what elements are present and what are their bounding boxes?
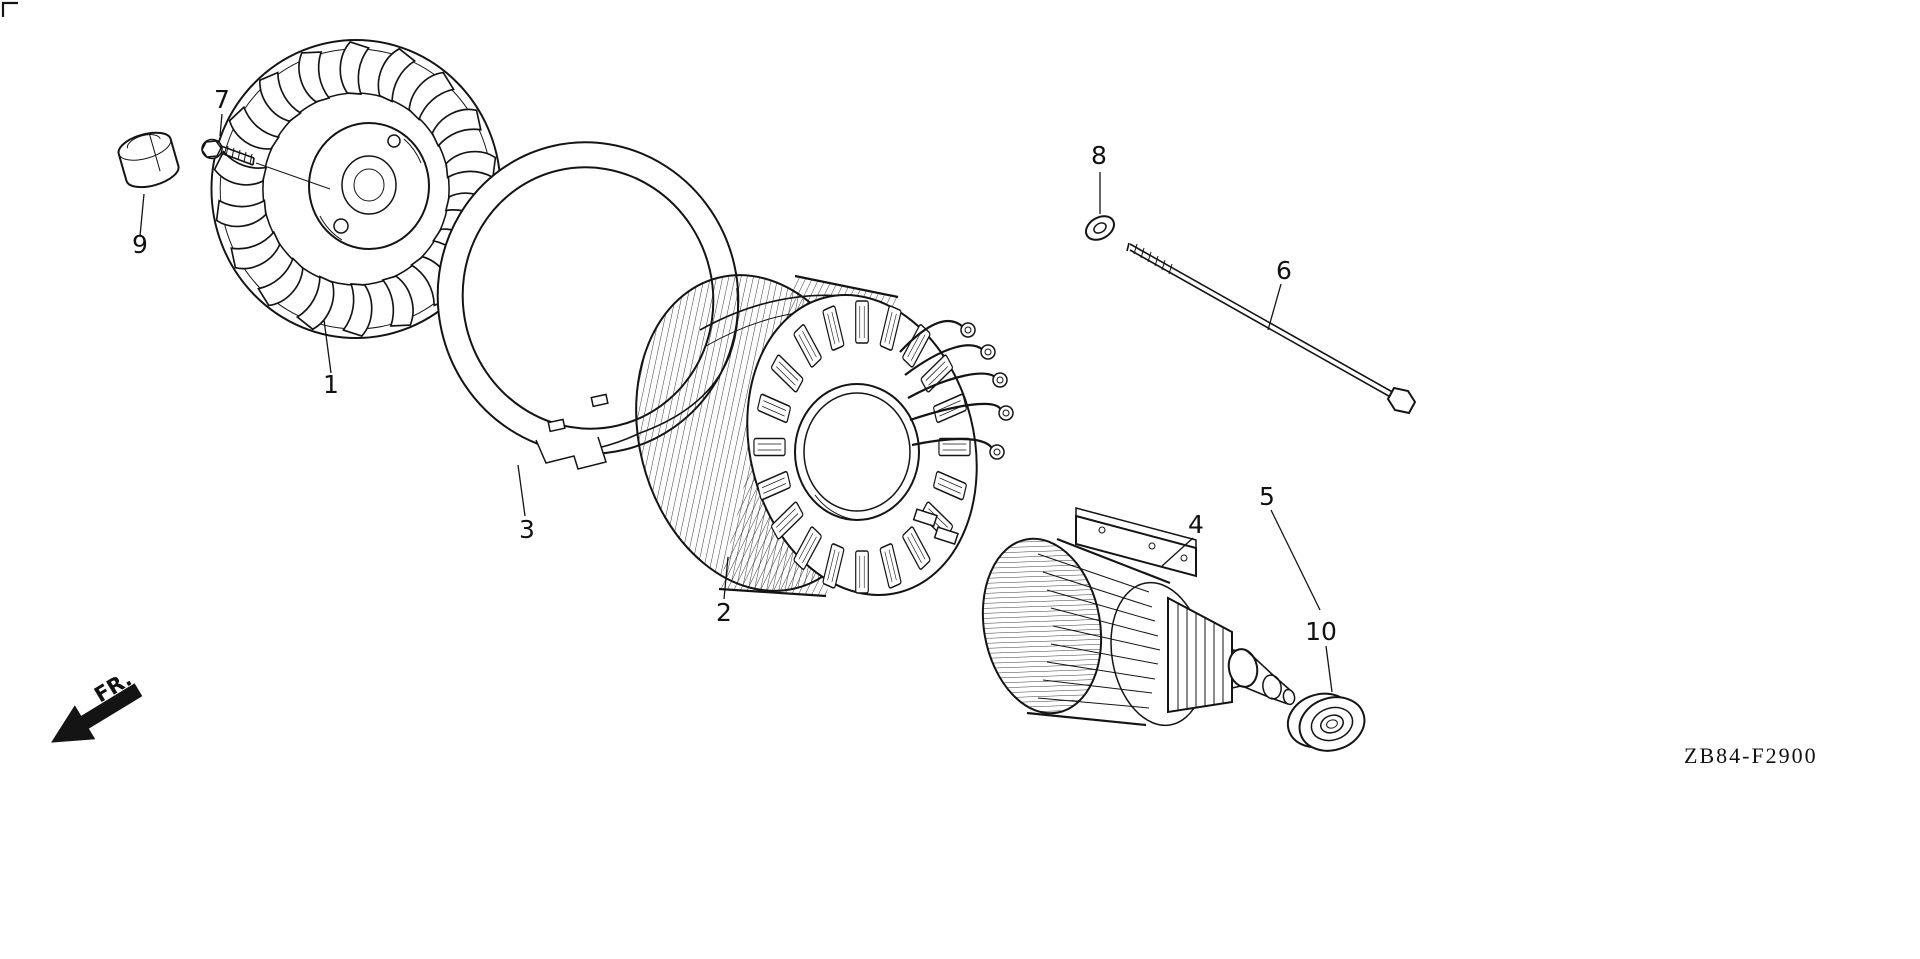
drawing-code: ZB84-F2900 <box>1684 743 1818 768</box>
assembly-axis-line <box>255 162 331 190</box>
bolt-drawing <box>201 138 331 190</box>
callout-rotor: 5 <box>1259 482 1275 511</box>
bearing-drawing <box>1286 692 1366 752</box>
through-bolt-drawing <box>1126 242 1417 415</box>
callout-through-bolt: 6 <box>1276 256 1292 285</box>
callout-cover-band: 3 <box>519 515 535 544</box>
stator-lead-wires <box>899 319 1014 546</box>
callout-terminal-plate: 4 <box>1188 510 1204 539</box>
callout-stator: 2 <box>716 598 732 627</box>
callout-labels: 1 2 3 4 5 6 7 8 9 10 <box>132 85 1337 646</box>
front-direction-marker: FR. <box>51 667 143 743</box>
stator-drawing <box>635 274 1014 598</box>
callout-bearing: 10 <box>1305 617 1337 646</box>
leader-lines <box>139 113 1333 693</box>
callout-flywheel: 1 <box>323 370 339 399</box>
washer-drawing <box>1084 215 1116 241</box>
corner-mark <box>1 1 18 17</box>
callout-collar: 9 <box>132 230 148 259</box>
callout-bolt: 7 <box>214 85 230 114</box>
flywheel-drawing <box>210 39 502 339</box>
rotor-drawing <box>981 507 1296 727</box>
collar-drawing <box>117 131 180 189</box>
callout-washer: 8 <box>1091 141 1107 170</box>
front-arrow-icon <box>51 683 143 743</box>
